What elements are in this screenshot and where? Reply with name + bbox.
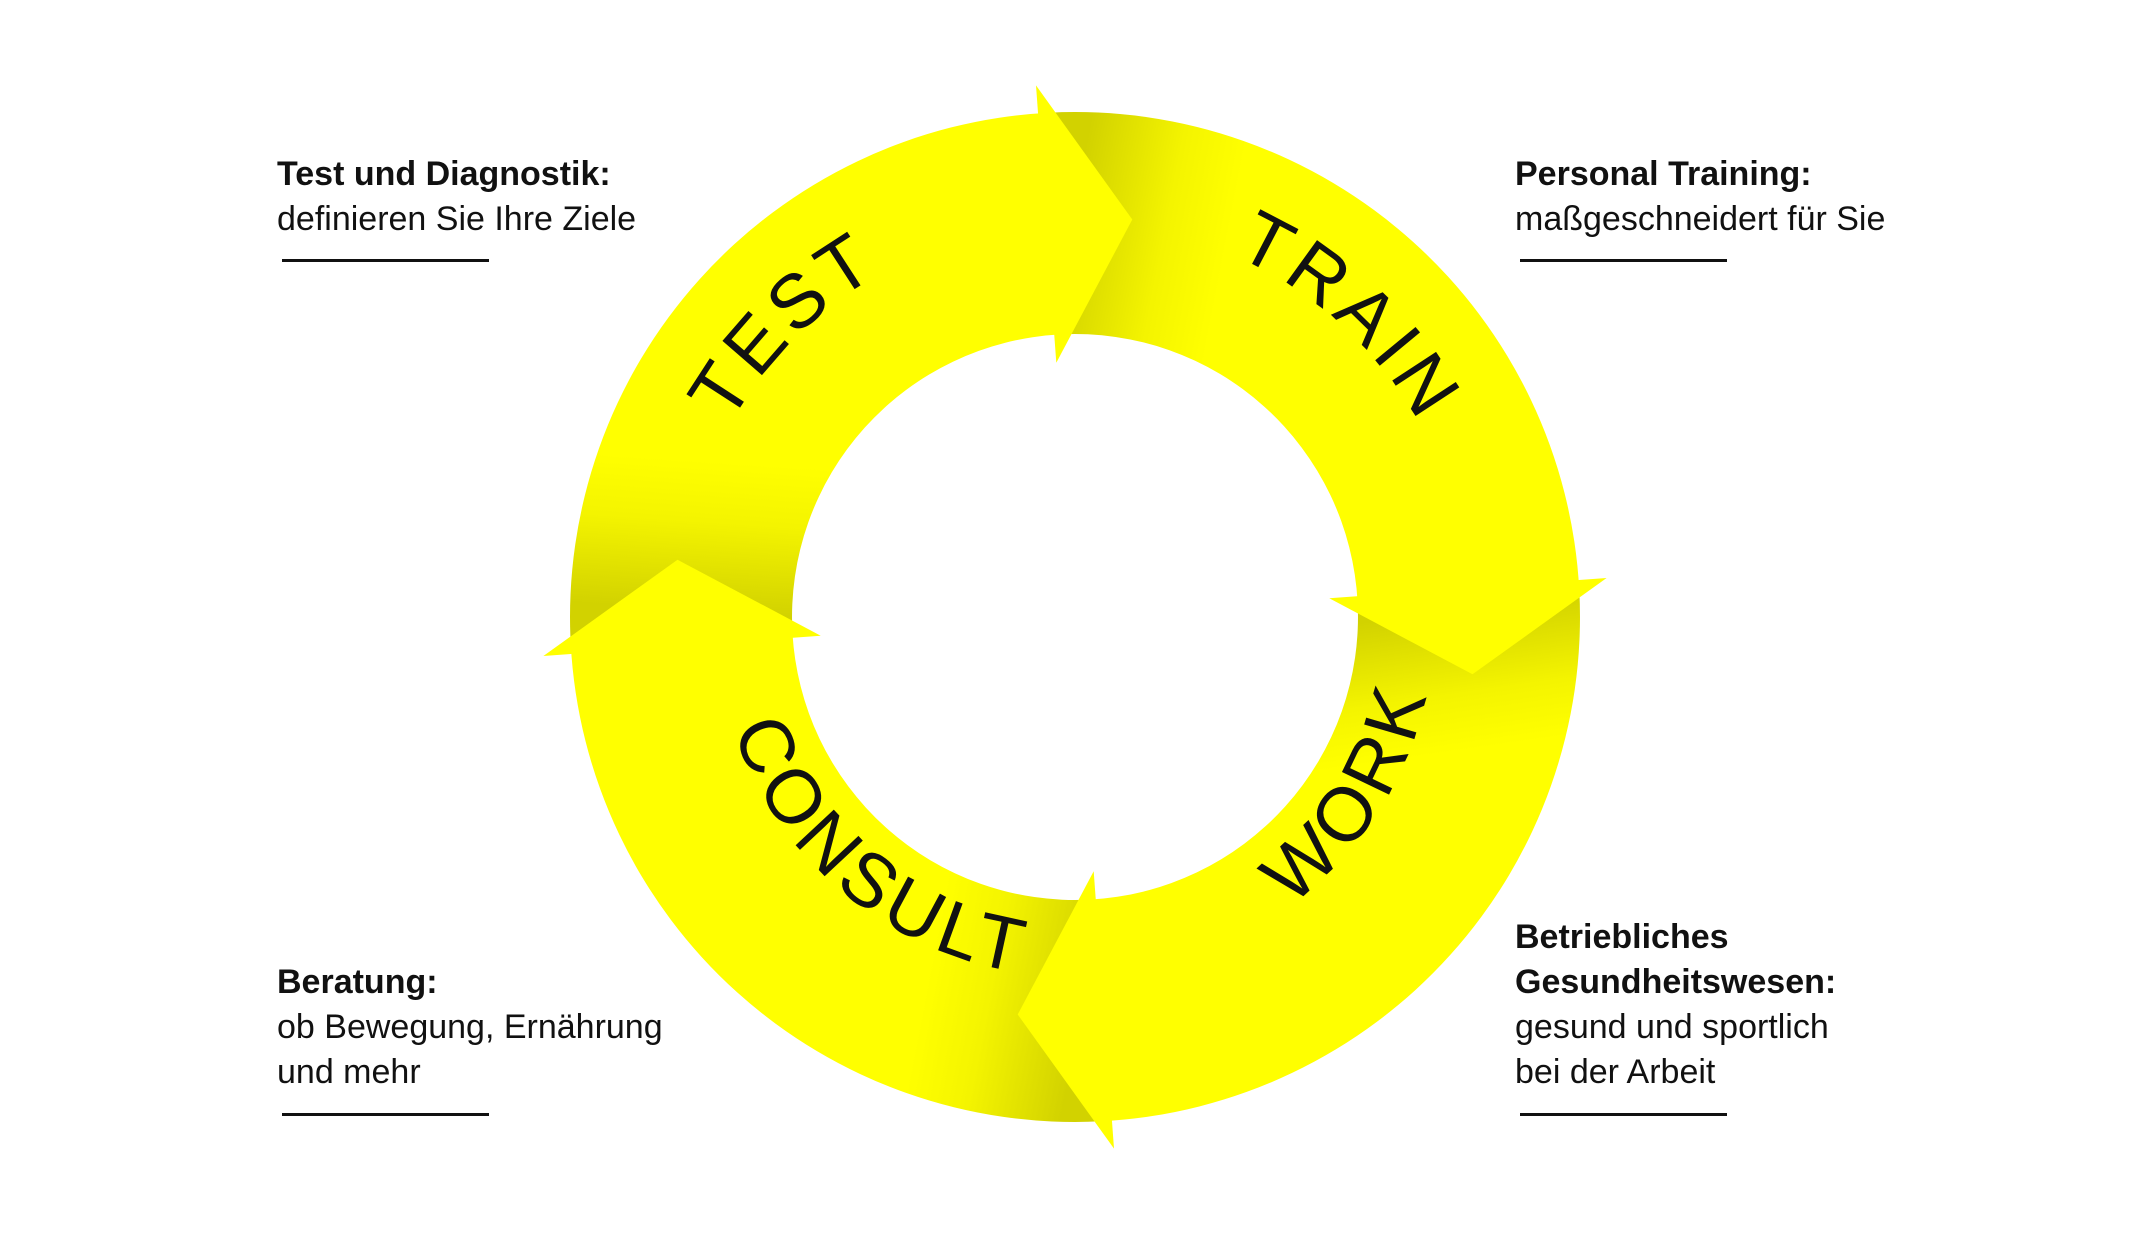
- caption-train-rule: [1520, 259, 1727, 262]
- arrow-consult-to-test: [543, 559, 821, 656]
- caption-train-line: maßgeschneidert für Sie: [1515, 200, 1886, 238]
- arrow-train-to-work: [1329, 578, 1607, 675]
- caption-test: Test und Diagnostik: definieren Sie Ihre…: [277, 152, 777, 242]
- caption-consult-rule: [282, 1113, 489, 1116]
- caption-work-line-1: gesund und sportlich: [1515, 1008, 1829, 1046]
- caption-consult-title: Beratung:: [277, 963, 438, 1001]
- caption-test-title: Test und Diagnostik:: [277, 155, 611, 193]
- caption-test-line: definieren Sie Ihre Ziele: [277, 200, 637, 238]
- segment-work: [1089, 590, 1580, 1122]
- caption-work-title-1: Betriebliches: [1515, 918, 1729, 956]
- segment-consult: [570, 631, 1102, 1122]
- caption-consult-line-2: und mehr: [277, 1053, 421, 1091]
- caption-consult-line-1: ob Bewegung, Ernährung: [277, 1008, 663, 1046]
- arrow-work-to-consult: [1017, 871, 1114, 1149]
- arrow-test-to-train: [1036, 85, 1133, 363]
- caption-test-rule: [282, 259, 489, 262]
- caption-work-rule: [1520, 1113, 1727, 1116]
- caption-consult: Beratung: ob Bewegung, Ernährung und meh…: [277, 960, 777, 1095]
- segment-test: [570, 112, 1061, 644]
- caption-work-line-2: bei der Arbeit: [1515, 1053, 1716, 1091]
- segment-train: [1048, 112, 1580, 603]
- caption-train: Personal Training: maßgeschneidert für S…: [1515, 152, 2015, 242]
- caption-work-title-2: Gesundheitswesen:: [1515, 963, 1837, 1001]
- caption-train-title: Personal Training:: [1515, 155, 1812, 193]
- caption-work: Betriebliches Gesundheitswesen: gesund u…: [1515, 915, 2015, 1095]
